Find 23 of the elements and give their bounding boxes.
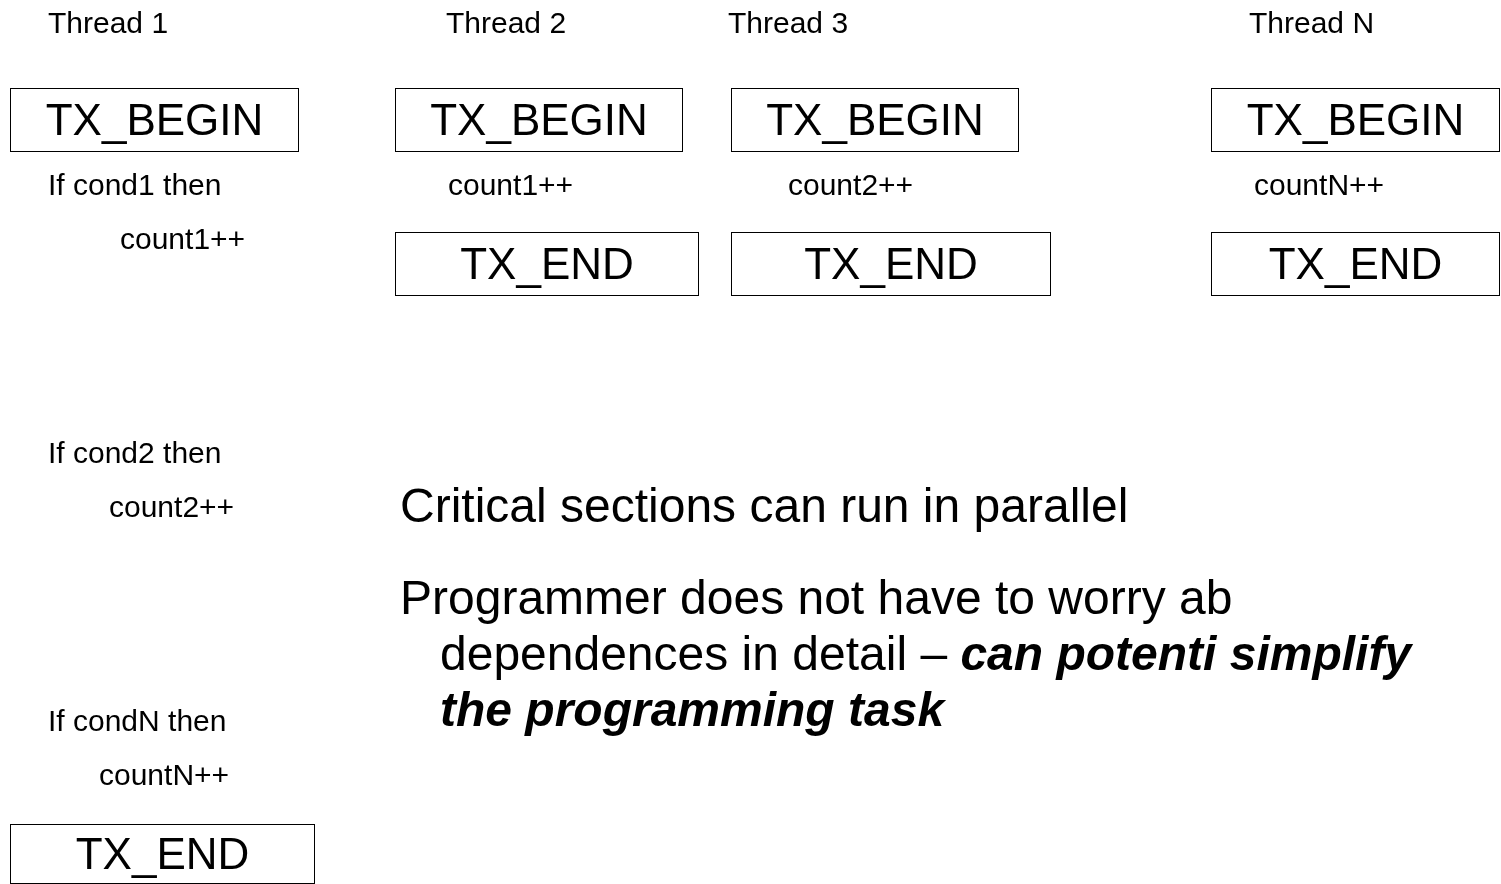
code-line: count1++ [120, 222, 246, 255]
code-box: TX_BEGIN [10, 88, 299, 152]
code-line: If cond1 then [48, 168, 222, 201]
code-box: TX_END [395, 232, 699, 296]
code-line: countN++ [99, 758, 230, 791]
thread-label: Thread N [1249, 6, 1375, 39]
code-line: count2++ [788, 168, 914, 201]
code-line: If cond2 then [48, 436, 222, 469]
code-box: TX_END [10, 824, 315, 884]
code-box: TX_BEGIN [1211, 88, 1500, 152]
code-line: If condN then [48, 704, 227, 737]
code-line: countN++ [1254, 168, 1385, 201]
code-box: TX_BEGIN [731, 88, 1019, 152]
thread-label: Thread 2 [446, 6, 567, 39]
code-box: TX_END [731, 232, 1051, 296]
code-line: count1++ [448, 168, 574, 201]
code-box: TX_BEGIN [395, 88, 683, 152]
code-line: count2++ [109, 490, 235, 523]
thread-label: Thread 1 [48, 6, 169, 39]
code-box: TX_END [1211, 232, 1500, 296]
statement-text: Programmer does not have to worry ab dependences in detail – can potenti simplify the programming task [400, 570, 1414, 738]
statement-text: Critical sections can run in parallel [400, 478, 1129, 534]
thread-label: Thread 3 [728, 6, 849, 39]
